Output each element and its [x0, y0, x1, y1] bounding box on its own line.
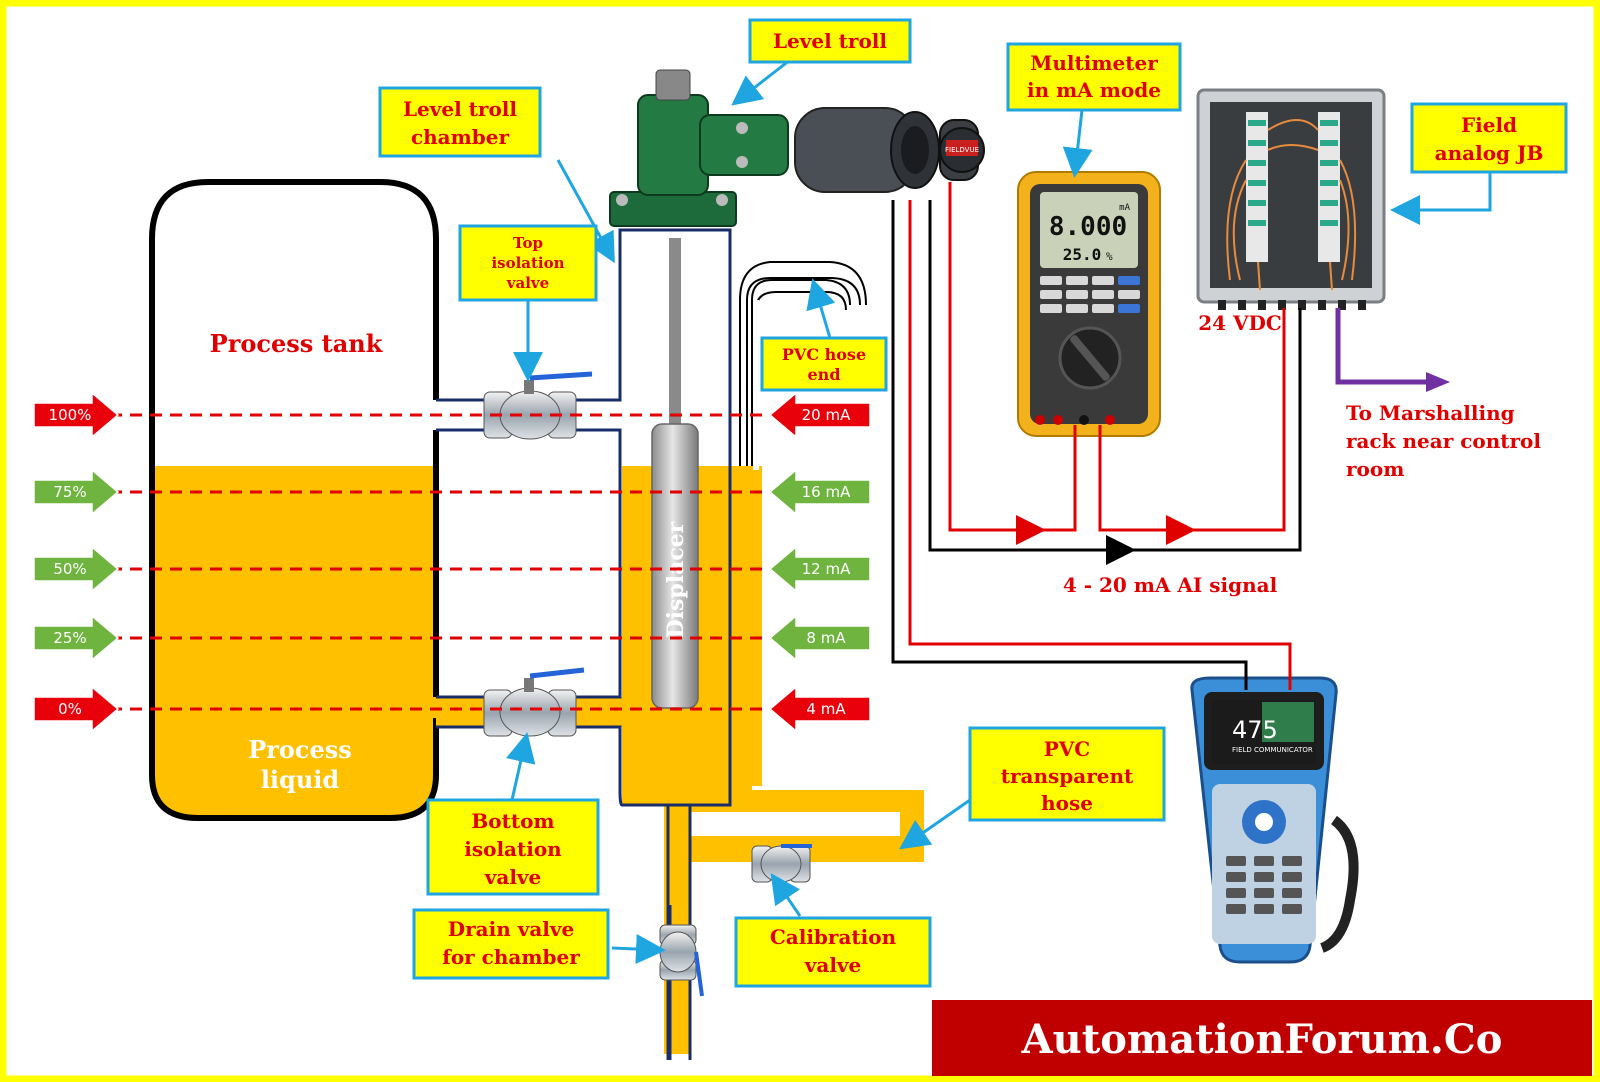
callout-pvc-line1: PVC: [1044, 737, 1090, 761]
callout-calibration-line2: valve: [804, 953, 862, 977]
supply-voltage-label: 24 VDC: [1198, 311, 1282, 335]
process-tank-label: Process tank: [210, 329, 384, 358]
current-label-4: 4 mA: [806, 700, 846, 718]
callout-level-troll: Level troll: [748, 18, 912, 64]
callout-hose-end-line1: PVC hose: [782, 345, 866, 364]
marshalling-line2: rack near control: [1346, 429, 1541, 453]
process-tank: [149, 179, 439, 821]
callout-multimeter-line2: in mA mode: [1027, 78, 1161, 102]
callout-top-valve-line3: valve: [506, 274, 549, 292]
callout-top-valve-line1: Top: [513, 234, 543, 252]
level-scale: 100% 20 mA 75% 16 mA 50% 12 mA 25% 8 mA 0% 4 mA: [33, 391, 871, 733]
current-label-2: 12 mA: [802, 560, 851, 578]
level-troll-head: [609, 69, 789, 227]
percent-label-1: 75%: [53, 483, 86, 501]
callout-pointers: [506, 58, 1492, 964]
callout-jb-line2: analog JB: [1435, 141, 1544, 165]
callout-bottom-isolation-valve: Bottom isolation valve: [426, 798, 600, 896]
current-arrow-4: [768, 685, 871, 733]
current-label-0: 20 mA: [802, 406, 851, 424]
wiring: [891, 182, 1450, 690]
multimeter-unit: mA: [1119, 203, 1130, 213]
percent-label-4: 0%: [58, 700, 82, 718]
current-arrow-3: [768, 614, 871, 662]
top-isolation-valve: [483, 371, 593, 440]
process-liquid-label-line2: liquid: [261, 765, 340, 794]
callout-calibration-valve: Calibration valve: [734, 916, 932, 988]
callout-chamber-line1: Level troll: [403, 97, 517, 121]
brand-text: AutomationForum.Co: [1021, 1016, 1503, 1063]
callout-top-valve-line2: isolation: [491, 254, 564, 272]
callout-field-jb: Field analog JB: [1410, 102, 1568, 174]
current-arrow-0: [768, 391, 871, 439]
field-communicator: 475 FIELD COMMUNICATOR: [1190, 676, 1359, 964]
level-transmitter: FIELDVUE: [794, 107, 985, 193]
multimeter: 8.000 mA 25.0 %: [1017, 171, 1161, 437]
callout-jb-line1: Field: [1461, 113, 1517, 137]
communicator-subtitle: FIELD COMMUNICATOR: [1232, 746, 1313, 754]
callout-hose-end-line2: end: [808, 365, 841, 384]
multimeter-reading: 8.000: [1049, 212, 1127, 242]
field-analog-jb: [1196, 88, 1386, 310]
callout-bottom-valve-line1: Bottom: [471, 809, 554, 833]
brand-banner: AutomationForum.Co: [932, 1000, 1592, 1076]
bottom-isolation-valve: [483, 667, 585, 737]
marshalling-line1: To Marshalling: [1346, 401, 1515, 425]
communicator-model: 475: [1232, 716, 1278, 744]
callout-drain-line2: for chamber: [442, 945, 580, 969]
current-arrow-1: [768, 468, 871, 516]
calibration-valve-body: [751, 844, 812, 883]
current-label-1: 16 mA: [802, 483, 851, 501]
callout-level-troll-text: Level troll: [773, 29, 887, 53]
callout-chamber-line2: chamber: [411, 125, 510, 149]
callout-drain-valve: Drain valve for chamber: [412, 908, 610, 980]
percent-arrow-0: [33, 391, 120, 439]
callout-pvc-transparent-hose: PVC transparent hose: [968, 726, 1166, 822]
percent-label-3: 25%: [53, 629, 86, 647]
fieldvue-badge: FIELDVUE: [945, 146, 979, 154]
multimeter-percent-sign: %: [1106, 250, 1113, 263]
callout-calibration-line1: Calibration: [770, 925, 897, 949]
marshalling-line3: room: [1346, 457, 1404, 481]
callout-bottom-valve-line2: isolation: [464, 837, 562, 861]
percent-arrow-4: [33, 685, 120, 733]
callout-top-isolation-valve: Top isolation valve: [458, 224, 598, 302]
percent-arrow-3: [33, 614, 120, 662]
current-label-3: 8 mA: [806, 629, 846, 647]
percent-label-0: 100%: [49, 406, 92, 424]
percent-arrow-2: [33, 545, 120, 593]
callout-bottom-valve-line3: valve: [484, 865, 542, 889]
pvc-hose-loop-outer: [746, 277, 861, 466]
percent-arrow-1: [33, 468, 120, 516]
callout-drain-line1: Drain valve: [448, 917, 574, 941]
displacer-label: Displacer: [663, 521, 689, 638]
current-arrow-2: [768, 545, 871, 593]
callout-pvc-hose-end: PVC hose end: [760, 336, 888, 392]
callout-multimeter: Multimeter in mA mode: [1006, 42, 1182, 112]
process-liquid-label-line1: Process: [248, 735, 352, 764]
callout-level-troll-chamber: Level troll chamber: [378, 86, 542, 158]
ai-signal-label: 4 - 20 mA AI signal: [1063, 573, 1278, 597]
callout-pvc-line3: hose: [1041, 791, 1093, 815]
multimeter-percent: 25.0: [1063, 245, 1102, 264]
callout-pvc-line2: transparent: [1001, 764, 1134, 788]
percent-label-2: 50%: [53, 560, 86, 578]
callout-multimeter-line1: Multimeter: [1030, 51, 1158, 75]
